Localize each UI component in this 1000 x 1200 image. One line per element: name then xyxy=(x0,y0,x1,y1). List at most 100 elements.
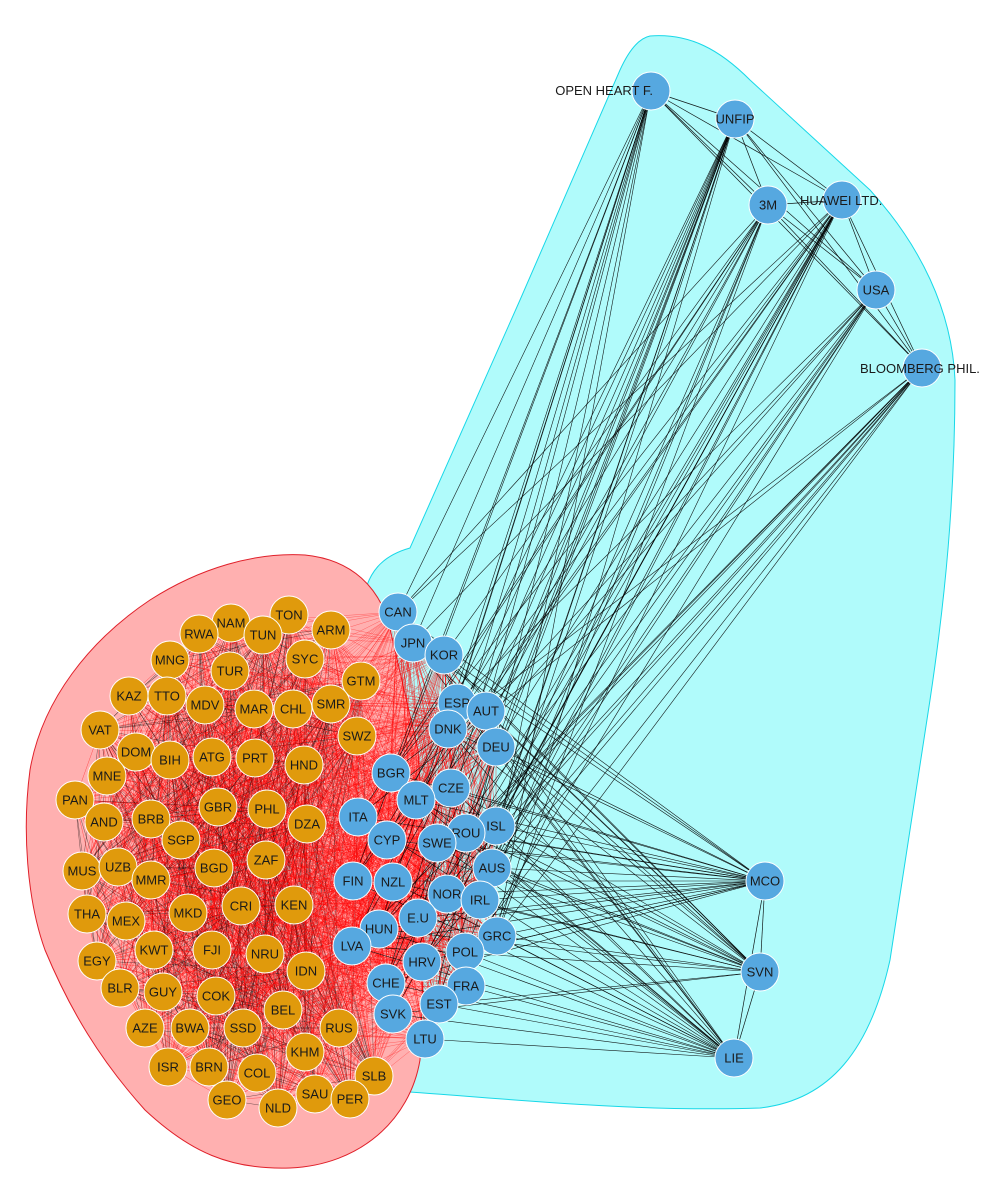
node-sau[interactable]: SAU xyxy=(295,1074,335,1114)
node-mus[interactable]: MUS xyxy=(62,851,102,891)
node-aut[interactable]: AUT xyxy=(466,691,506,731)
node-syc[interactable]: SYC xyxy=(285,639,325,679)
node-khm[interactable]: KHM xyxy=(285,1032,325,1072)
node-brb[interactable]: BRB xyxy=(131,799,171,839)
node-cze[interactable]: CZE xyxy=(431,768,471,808)
node-col[interactable]: COL xyxy=(237,1053,277,1093)
node-kwt[interactable]: KWT xyxy=(134,930,174,970)
node-nor[interactable]: NOR xyxy=(427,874,467,914)
node-aus[interactable]: AUS xyxy=(472,848,512,888)
node-kor[interactable]: KOR xyxy=(424,635,464,675)
node-che[interactable]: CHE xyxy=(366,963,406,1003)
node-rwa[interactable]: RWA xyxy=(179,614,219,654)
node-grc[interactable]: GRC xyxy=(477,916,517,956)
node-phl[interactable]: PHL xyxy=(247,789,287,829)
node-chl[interactable]: CHL xyxy=(273,689,313,729)
node-bgr[interactable]: BGR xyxy=(371,753,411,793)
node-dza[interactable]: DZA xyxy=(287,804,327,844)
node-slb[interactable]: SLB xyxy=(354,1056,394,1096)
node-mar[interactable]: MAR xyxy=(234,689,274,729)
node-guy[interactable]: GUY xyxy=(143,972,183,1012)
node-huawei-ltd[interactable]: HUAWEI LTD. xyxy=(800,180,882,220)
node-zaf[interactable]: ZAF xyxy=(246,840,286,880)
node-cok[interactable]: COK xyxy=(196,976,236,1016)
node-label: NZL xyxy=(381,875,406,890)
node-3m[interactable]: 3M xyxy=(748,185,788,225)
node-jpn[interactable]: JPN xyxy=(393,623,433,663)
node-fin[interactable]: FIN xyxy=(333,861,373,901)
node-open-heart-f[interactable]: OPEN HEART F. xyxy=(555,71,671,111)
node-blr[interactable]: BLR xyxy=(100,968,140,1008)
node-swe[interactable]: SWE xyxy=(417,823,457,863)
node-ken[interactable]: KEN xyxy=(274,885,314,925)
node-hrv[interactable]: HRV xyxy=(402,942,442,982)
node-ssd[interactable]: SSD xyxy=(223,1008,263,1048)
node-vat[interactable]: VAT xyxy=(80,710,120,750)
node-nld[interactable]: NLD xyxy=(258,1088,298,1128)
node-ton[interactable]: TON xyxy=(269,595,309,635)
node-fji[interactable]: FJI xyxy=(192,930,232,970)
node-usa[interactable]: USA xyxy=(856,270,896,310)
node-svk[interactable]: SVK xyxy=(373,994,413,1034)
node-hnd[interactable]: HND xyxy=(284,745,324,785)
node-dom[interactable]: DOM xyxy=(116,732,156,772)
node-ita[interactable]: ITA xyxy=(338,797,378,837)
node-unfip[interactable]: UNFIP xyxy=(715,99,755,139)
node-bgd[interactable]: BGD xyxy=(194,848,234,888)
node-swz[interactable]: SWZ xyxy=(337,716,377,756)
node-bel[interactable]: BEL xyxy=(263,990,303,1030)
node-circle xyxy=(237,1053,277,1093)
node-per[interactable]: PER xyxy=(330,1079,370,1119)
node-mlt[interactable]: MLT xyxy=(396,780,436,820)
node-geo[interactable]: GEO xyxy=(207,1080,247,1120)
node-dnk[interactable]: DNK xyxy=(428,709,468,749)
node-mmr[interactable]: MMR xyxy=(131,860,171,900)
node-smr[interactable]: SMR xyxy=(311,684,351,724)
node-egy[interactable]: EGY xyxy=(77,941,117,981)
node-est[interactable]: EST xyxy=(419,984,459,1024)
node-and[interactable]: AND xyxy=(84,802,124,842)
node-e-u[interactable]: E.U xyxy=(398,898,438,938)
node-prt[interactable]: PRT xyxy=(235,738,275,778)
node-pan[interactable]: PAN xyxy=(55,780,95,820)
node-tto[interactable]: TTO xyxy=(147,676,187,716)
node-nru[interactable]: NRU xyxy=(245,934,285,974)
node-lie[interactable]: LIE xyxy=(714,1038,754,1078)
node-gtm[interactable]: GTM xyxy=(341,661,381,701)
node-mex[interactable]: MEX xyxy=(106,901,146,941)
node-pol[interactable]: POL xyxy=(445,932,485,972)
node-irl[interactable]: IRL xyxy=(460,880,500,920)
node-aze[interactable]: AZE xyxy=(125,1008,165,1048)
node-circle xyxy=(714,1038,754,1078)
node-arm[interactable]: ARM xyxy=(311,610,351,650)
node-uzb[interactable]: UZB xyxy=(98,847,138,887)
node-mkd[interactable]: MKD xyxy=(168,893,208,933)
node-deu[interactable]: DEU xyxy=(476,727,516,767)
node-rus[interactable]: RUS xyxy=(319,1008,359,1048)
node-bih[interactable]: BIH xyxy=(150,740,190,780)
node-bloomberg-phil[interactable]: BLOOMBERG PHIL. xyxy=(860,348,980,388)
node-ltu[interactable]: LTU xyxy=(405,1019,445,1059)
node-cri[interactable]: CRI xyxy=(221,886,261,926)
node-mng[interactable]: MNG xyxy=(150,640,190,680)
node-can[interactable]: CAN xyxy=(378,592,418,632)
node-svn[interactable]: SVN xyxy=(740,952,780,992)
node-isr[interactable]: ISR xyxy=(148,1047,188,1087)
node-mdv[interactable]: MDV xyxy=(185,685,225,725)
node-mco[interactable]: MCO xyxy=(745,861,785,901)
node-atg[interactable]: ATG xyxy=(192,737,232,777)
node-idn[interactable]: IDN xyxy=(286,951,326,991)
node-mne[interactable]: MNE xyxy=(87,756,127,796)
node-gbr[interactable]: GBR xyxy=(198,787,238,827)
node-nam[interactable]: NAM xyxy=(211,603,251,643)
node-tha[interactable]: THA xyxy=(67,894,107,934)
node-sgp[interactable]: SGP xyxy=(161,820,201,860)
node-tur[interactable]: TUR xyxy=(210,651,250,691)
node-bwa[interactable]: BWA xyxy=(170,1008,210,1048)
node-brn[interactable]: BRN xyxy=(189,1047,229,1087)
node-nzl[interactable]: NZL xyxy=(373,862,413,902)
node-kaz[interactable]: KAZ xyxy=(109,676,149,716)
node-cyp[interactable]: CYP xyxy=(367,820,407,860)
node-lva[interactable]: LVA xyxy=(332,926,372,966)
node-tun[interactable]: TUN xyxy=(243,615,283,655)
